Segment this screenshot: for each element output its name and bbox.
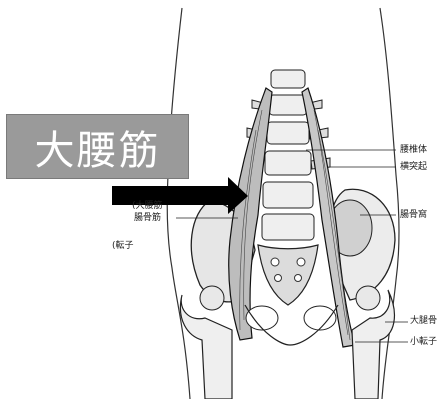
femoral-head-left bbox=[200, 286, 224, 310]
obturator-foramen-right bbox=[304, 306, 336, 330]
vertebra bbox=[265, 151, 311, 175]
vertebra bbox=[267, 122, 309, 144]
vertebra bbox=[262, 214, 314, 240]
label-partial-left: (大腰筋 bbox=[132, 201, 163, 211]
sacral-foramen bbox=[271, 258, 279, 266]
femoral-head-right bbox=[356, 286, 380, 310]
label-iliacus: 腸骨筋 bbox=[134, 213, 161, 223]
sacral-foramen bbox=[297, 258, 305, 266]
obturator-foramen-left bbox=[246, 306, 278, 330]
title-banner: 大腰筋 bbox=[6, 114, 189, 179]
label-lesser-trochanter: 小転子 bbox=[410, 337, 437, 347]
sacral-foramen bbox=[275, 275, 282, 282]
vertebra bbox=[271, 70, 305, 88]
label-lumbar-vertebra: 腰椎体 bbox=[400, 145, 427, 155]
sacrum bbox=[258, 245, 318, 305]
label-iliac-fossa: 腸骨窩 bbox=[400, 210, 427, 220]
sacral-foramen bbox=[295, 275, 302, 282]
label-femur: 大腿骨 bbox=[410, 316, 437, 326]
vertebra bbox=[263, 182, 313, 208]
vertebra bbox=[269, 95, 307, 115]
label-transverse-process: 横突起 bbox=[400, 162, 427, 172]
label-trochanter-left: (転子 bbox=[112, 241, 134, 251]
